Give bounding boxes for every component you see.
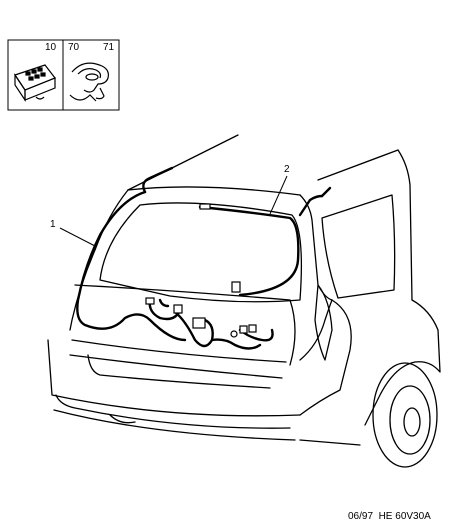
connector-block-icon: [14, 64, 56, 102]
callout-2: 2: [284, 164, 290, 175]
callout-1: 1: [50, 219, 56, 230]
cable-clip-icon: [69, 62, 109, 102]
vehicle-rear-outline: [47, 134, 441, 468]
diagram-reference-code: 06/97 HE 60V30A: [348, 511, 431, 522]
harness-connectors: [145, 203, 257, 338]
callout-leaders: [59, 175, 288, 247]
wiring-harness: [76, 166, 332, 350]
legend-ref-10: 10: [45, 42, 57, 53]
legend-ref-70: 70: [68, 42, 80, 53]
legend-ref-71: 71: [103, 42, 115, 53]
